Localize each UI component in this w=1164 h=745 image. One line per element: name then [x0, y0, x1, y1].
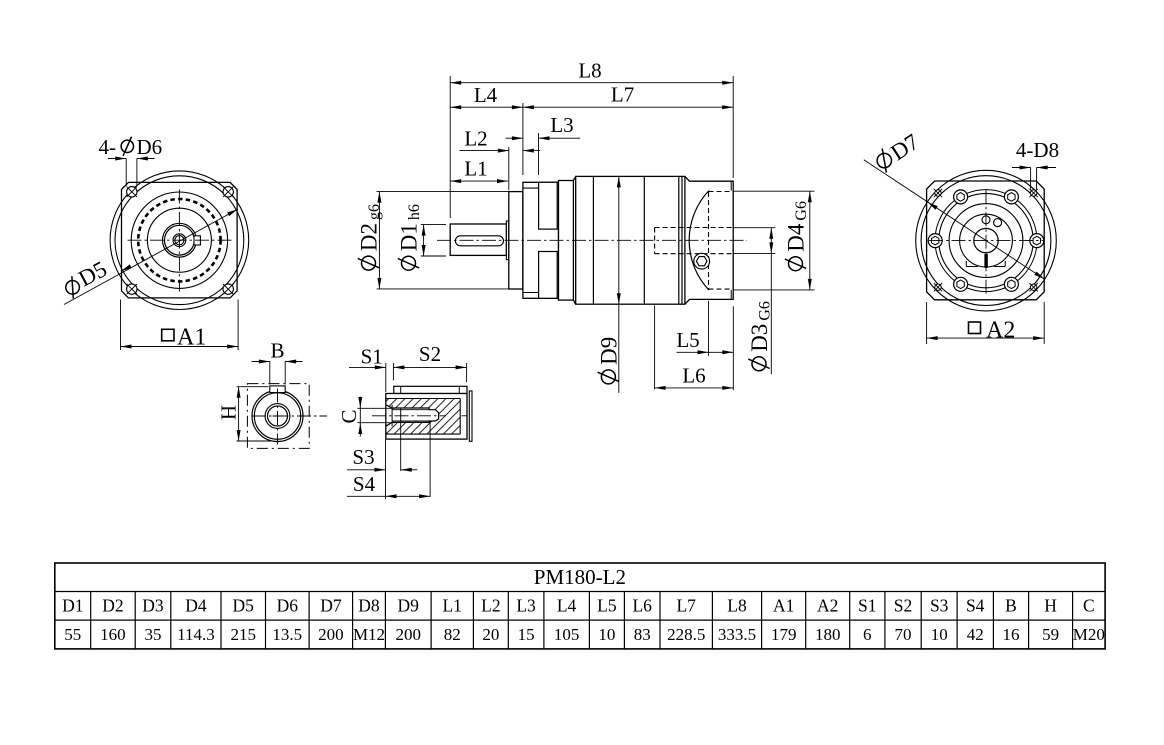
- svg-text:D4: D4: [185, 596, 207, 616]
- svg-text:H: H: [1044, 596, 1057, 616]
- svg-text:H: H: [217, 405, 241, 420]
- svg-text:200: 200: [318, 625, 344, 644]
- svg-text:179: 179: [771, 625, 797, 644]
- svg-text:4-D8: 4-D8: [1016, 138, 1059, 162]
- svg-text:105: 105: [554, 625, 580, 644]
- svg-text:35: 35: [145, 625, 162, 644]
- svg-text:L3: L3: [550, 113, 573, 137]
- svg-text:L8: L8: [578, 59, 601, 83]
- svg-text:L8: L8: [727, 596, 747, 616]
- svg-text:S2: S2: [419, 342, 441, 366]
- svg-text:A2: A2: [986, 318, 1015, 344]
- svg-text:228.5: 228.5: [667, 625, 705, 644]
- svg-text:D2: D2: [102, 596, 123, 616]
- svg-text:M12: M12: [353, 625, 385, 644]
- svg-text:S1: S1: [858, 596, 876, 616]
- svg-text:180: 180: [815, 625, 841, 644]
- svg-text:20: 20: [482, 625, 499, 644]
- svg-text:D8: D8: [358, 596, 380, 616]
- svg-text:L4: L4: [474, 83, 498, 107]
- svg-text:L4: L4: [557, 596, 577, 616]
- svg-text:B: B: [1005, 596, 1017, 616]
- svg-text:55: 55: [64, 625, 81, 644]
- svg-text:D6: D6: [277, 596, 299, 616]
- svg-text:B: B: [270, 339, 284, 363]
- svg-text:10: 10: [598, 625, 615, 644]
- svg-text:L6: L6: [632, 596, 652, 616]
- svg-text:L7: L7: [676, 596, 696, 616]
- svg-text:S4: S4: [353, 472, 376, 496]
- svg-text:114.3: 114.3: [177, 625, 215, 644]
- svg-text:L5: L5: [676, 328, 699, 352]
- svg-text:S3: S3: [930, 596, 949, 616]
- svg-text:70: 70: [895, 625, 912, 644]
- svg-text:D9: D9: [398, 596, 420, 616]
- svg-text:4-: 4-: [99, 135, 117, 159]
- svg-text:A2: A2: [817, 596, 838, 616]
- svg-text:C: C: [337, 409, 361, 423]
- svg-text:L2: L2: [481, 596, 500, 616]
- svg-text:S4: S4: [966, 596, 985, 616]
- svg-text:160: 160: [100, 625, 126, 644]
- svg-text:L3: L3: [516, 596, 536, 616]
- svg-text:S1: S1: [361, 345, 383, 369]
- svg-text:S2: S2: [894, 596, 912, 616]
- svg-text:D3: D3: [142, 596, 164, 616]
- svg-text:6: 6: [863, 625, 872, 644]
- svg-text:D7: D7: [320, 596, 342, 616]
- svg-text:L6: L6: [682, 364, 705, 388]
- svg-text:D5: D5: [233, 596, 255, 616]
- svg-text:15: 15: [518, 625, 535, 644]
- svg-text:10: 10: [931, 625, 948, 644]
- svg-text:200: 200: [395, 625, 421, 644]
- svg-text:D6: D6: [137, 135, 163, 159]
- svg-text:333.5: 333.5: [718, 625, 756, 644]
- svg-text:D1: D1: [62, 596, 83, 616]
- svg-text:59: 59: [1042, 625, 1059, 644]
- svg-text:83: 83: [634, 625, 651, 644]
- svg-text:PM180-L2: PM180-L2: [534, 565, 626, 589]
- svg-text:L5: L5: [597, 596, 617, 616]
- svg-text:82: 82: [444, 625, 461, 644]
- svg-text:42: 42: [967, 625, 984, 644]
- svg-text:L1: L1: [442, 596, 461, 616]
- svg-text:A1: A1: [773, 596, 794, 616]
- svg-text:D9: D9: [596, 337, 621, 365]
- svg-text:A1: A1: [177, 325, 206, 351]
- svg-text:C: C: [1083, 596, 1095, 616]
- svg-text:L1: L1: [464, 157, 487, 181]
- svg-text:S3: S3: [352, 445, 374, 469]
- svg-text:215: 215: [230, 625, 256, 644]
- svg-text:L2: L2: [464, 127, 487, 151]
- svg-text:13.5: 13.5: [272, 625, 302, 644]
- svg-text:16: 16: [1003, 625, 1020, 644]
- svg-text:M20: M20: [1073, 625, 1105, 644]
- svg-text:L7: L7: [611, 83, 634, 107]
